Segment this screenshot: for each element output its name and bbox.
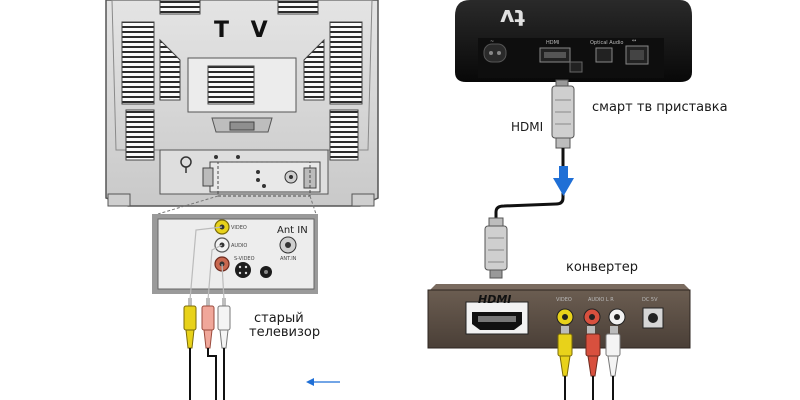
hdmi-cable: [484, 79, 575, 279]
tv-svideo-jack: [235, 262, 251, 278]
smart-box-port-optical: Optical Audio: [590, 40, 624, 46]
converter-plug-yellow: [557, 333, 573, 357]
converter-label: конвертер: [566, 260, 639, 275]
converter-port-dc: DC 5V: [642, 297, 658, 303]
tv-vent-top-right: [277, 0, 319, 15]
blue-down-arrow: [559, 166, 568, 180]
converter-plug-red: [585, 333, 601, 357]
direction-arrow: [306, 378, 340, 386]
smart-box-port-power: ~: [490, 39, 495, 45]
converter-port-video: VIDEO: [556, 297, 572, 303]
smart-tv-box: [455, 0, 692, 82]
tv-vent-left-2: [125, 109, 155, 161]
smart-box-port-ethernet: ↔: [632, 38, 637, 44]
tv-jack-panel: [152, 214, 318, 294]
tv-plug-white: [217, 305, 231, 331]
old-tv-label-line2: телевизор: [249, 325, 321, 340]
smart-box-port-hdmi: HDMI: [546, 40, 560, 46]
tv-jack-label-audio: AUDIO: [231, 243, 248, 249]
converter-plug-white: [605, 333, 621, 357]
hdmi-cable-label: HDMI: [511, 120, 544, 134]
tv-vent-left-1: [121, 21, 155, 105]
tv-plug-red: [201, 305, 215, 331]
hdmi-plug-bottom: [484, 225, 508, 271]
tv-rca-cable: [183, 226, 231, 400]
tv-vent-top-left: [159, 0, 201, 15]
tv-jack-label-ant: ANT.IN: [280, 256, 297, 262]
converter-rca-cable: [557, 326, 621, 400]
tv-jack-label-svideo: S-VIDEO: [234, 256, 255, 262]
tv-vent-right-2: [329, 109, 359, 161]
smart-box-logo: tv: [500, 4, 525, 29]
converter-hdmi-logo: HDMI: [478, 293, 512, 306]
smart-box-label: смарт тв приставка: [592, 100, 728, 115]
tv-title: T V: [214, 18, 275, 43]
tv-vent-right-1: [329, 21, 363, 105]
tv-jack-label-video: VIDEO: [231, 225, 247, 231]
old-tv-back: [105, 0, 379, 215]
converter-port-audio: AUDIO L R: [588, 297, 614, 303]
tv-antenna-label: Ant IN: [277, 225, 308, 236]
tv-plug-yellow: [183, 305, 197, 331]
old-tv-label-line1: старый: [254, 311, 304, 326]
